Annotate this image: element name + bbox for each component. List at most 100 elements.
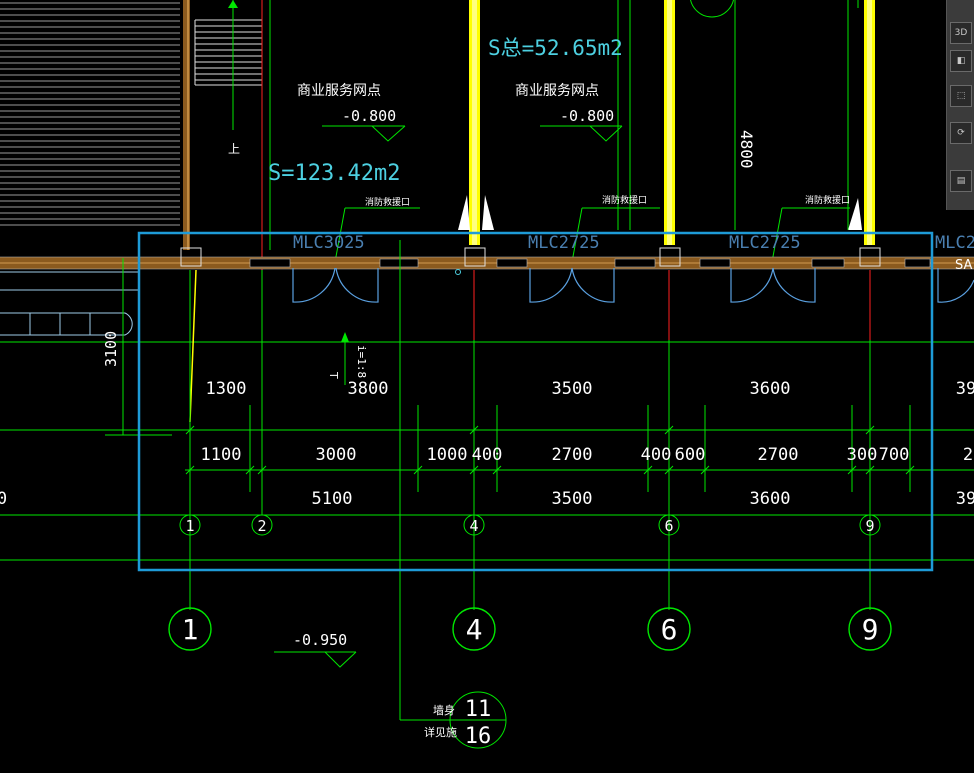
viewcube-toolbar[interactable]: 3D ◧ ⬚ ⟳ ▤ [946,0,974,210]
svg-text:-0.800: -0.800 [560,107,614,125]
dimension-value: 400 [472,445,503,465]
area-total-label: S总=52.65m2 [488,36,623,60]
dimension-value: 2700 [552,445,593,465]
fire-rescue-label-2: 消防救援口 [571,194,660,263]
dimension-value: 1100 [201,445,242,465]
door-code-3: MLC2725 [729,233,801,253]
dimension-value: 3500 [552,489,593,509]
svg-text:9: 9 [865,517,874,535]
area-label: S=123.42m2 [268,161,400,186]
elevation-marker-3: -0.950 [274,631,357,668]
door-swings [292,267,974,303]
svg-text:消防救援口: 消防救援口 [602,194,647,206]
fire-rescue-label-1: 消防救援口 [334,196,420,263]
selection-window[interactable] [137,231,934,572]
svg-text:详见施: 详见施 [424,725,457,739]
dimension-row-1: 1300 3800 3500 3600 39 [206,379,974,399]
front-wall [0,256,974,270]
fire-rescue-label-3: 消防救援口 [771,194,850,263]
dimension-value: 1300 [206,379,247,399]
view-top-button[interactable]: ◧ [950,50,972,72]
svg-text:-0.950: -0.950 [293,631,347,649]
axis-bubble-large: 1 [168,607,212,651]
svg-text:9: 9 [862,613,879,646]
room-label-commercial-2: 商业服务网点 [515,83,599,99]
axis-bubble-small: 1 [179,514,201,536]
svg-text:T: T [327,371,340,379]
left-railing [0,271,140,336]
dimension-value: 700 [879,445,910,465]
view-front-button[interactable]: ⬚ [950,85,972,107]
dimension-value: 2 [963,445,973,465]
svg-text:6: 6 [664,517,673,535]
elevation-marker-1: -0.800 [322,107,406,142]
wall-column-markers [180,247,881,267]
dimension-value: 39 [956,489,974,509]
svg-text:-0.800: -0.800 [342,107,396,125]
dimension-value: 0 [0,489,7,509]
ramp-arrow: i=1:8 T [327,332,368,385]
svg-text:消防救援口: 消防救援口 [365,196,410,208]
red-axis-lines [473,270,871,340]
svg-text:2: 2 [257,517,266,535]
dimension-value: 3800 [348,379,389,399]
dimension-value: 3000 [316,445,357,465]
detail-callout: 11 16 墙身 详见施 [424,691,507,749]
svg-text:消防救援口: 消防救援口 [805,194,850,206]
svg-text:i=1:8: i=1:8 [355,345,368,378]
stair-arrow-head [228,0,238,8]
axis-bubble-small: 4 [463,514,485,536]
dimension-value: 39 [956,379,974,399]
axis-bubble-large: 6 [647,607,691,651]
wall-openings [249,258,931,268]
dimension-lines [0,429,974,561]
axis-bubbles-large: 1 4 6 9 [168,607,892,651]
svg-text:6: 6 [661,613,678,646]
sa-tag: SA [955,258,972,273]
door-code-1: MLC3025 [293,233,365,253]
svg-text:墙身: 墙身 [433,703,455,717]
dimension-ticks [185,405,915,492]
view-list-button[interactable]: ▤ [950,170,972,192]
dimension-value: 3600 [750,379,791,399]
axis-bubble-large: 4 [452,607,496,651]
axis-bubble-large: 9 [848,607,892,651]
door-code-2: MLC2725 [528,233,600,253]
dimension-value: 400 [641,445,672,465]
axis-bubble-small: 6 [658,514,680,536]
view-3d-button[interactable]: 3D [950,22,972,44]
axis-bubble-top [690,0,734,18]
stair-treads [194,19,262,86]
dim-3100: 3100 [102,331,120,367]
axis-bubble-small: 9 [859,514,881,536]
dimension-value: 3500 [552,379,593,399]
dimension-value: 1000 [427,445,468,465]
dimension-value: 300 [847,445,878,465]
dimension-value: 600 [675,445,706,465]
column-group [469,0,875,245]
dimension-row-3: 0 5100 3500 3600 39 [0,489,974,509]
dim-4800: 4800 [737,130,756,169]
svg-text:4: 4 [466,613,483,646]
dimension-value: 3600 [750,489,791,509]
left-wall [183,0,190,250]
door-code-4: MLC2 [935,233,974,253]
dimension-value: 2700 [758,445,799,465]
svg-text:4: 4 [469,517,478,535]
orbit-button[interactable]: ⟳ [950,122,972,144]
svg-text:1: 1 [182,613,199,646]
svg-text:16: 16 [465,724,492,749]
svg-text:1: 1 [185,517,194,535]
room-label-commercial-1: 商业服务网点 [297,83,381,99]
column-bases [458,195,862,230]
stair-hatch-area [0,0,180,230]
axis-bubbles-small: 1 2 4 6 9 [179,514,881,536]
axis-lines [189,240,871,721]
svg-text:11: 11 [465,697,492,722]
axis-bubble-small: 2 [251,514,273,536]
elevation-marker-2: -0.800 [540,107,623,142]
dimension-value: 5100 [312,489,353,509]
stair-up-label: 上 [228,142,240,156]
